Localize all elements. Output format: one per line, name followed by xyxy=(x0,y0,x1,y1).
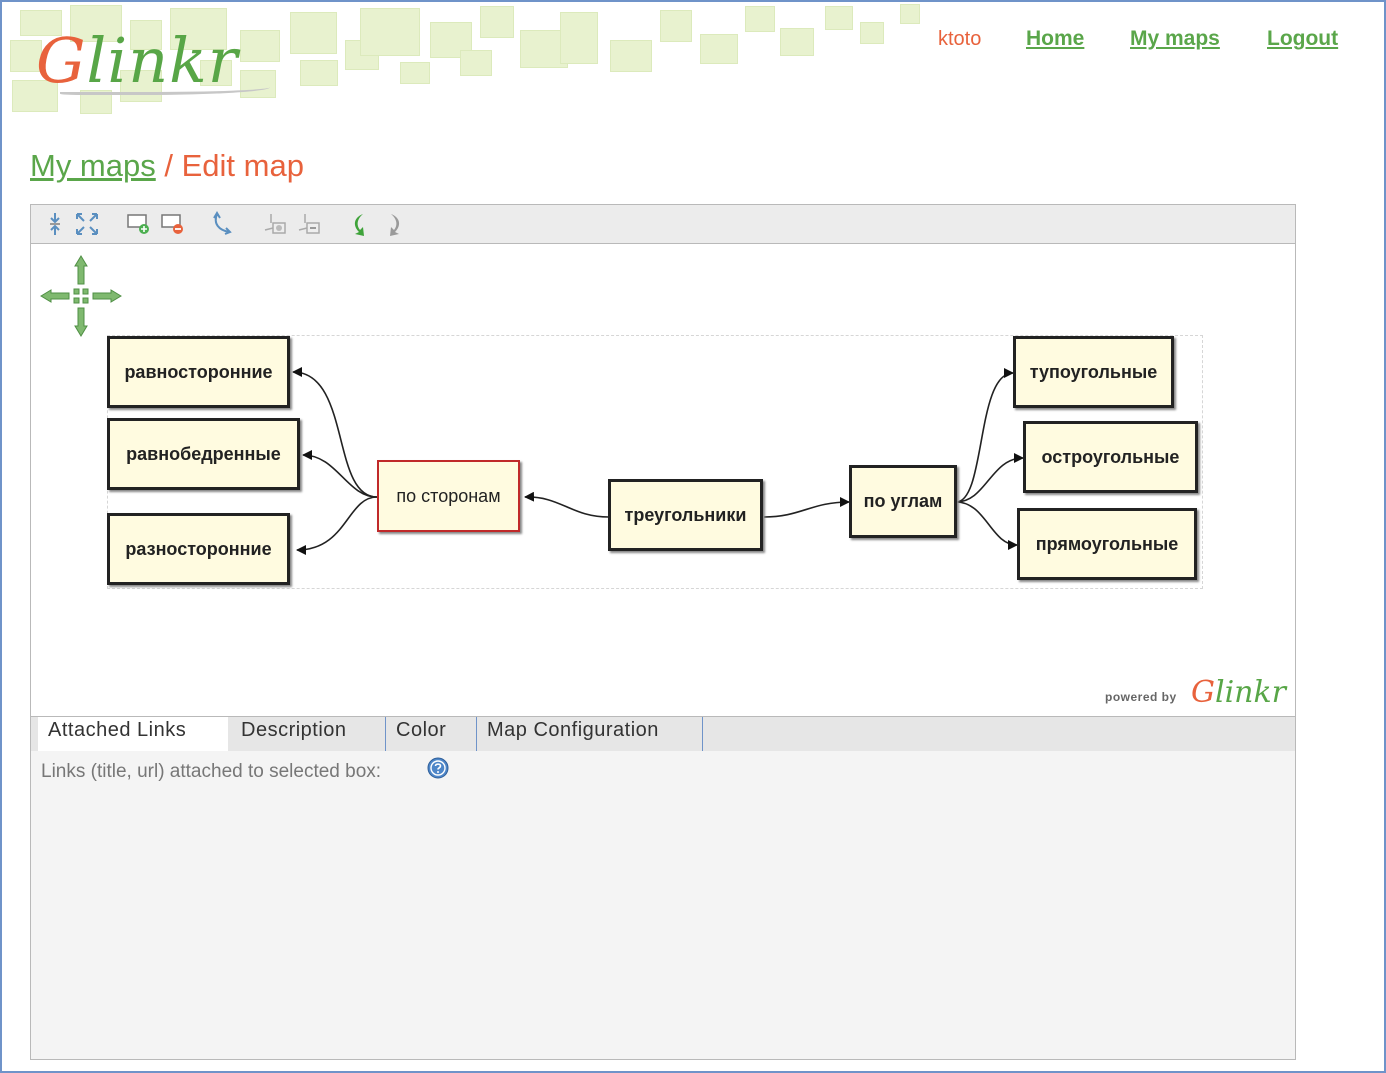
breadcrumb: My maps / Edit map xyxy=(30,148,304,184)
page-title: Edit map xyxy=(181,148,304,183)
connector-root-angles xyxy=(763,497,850,518)
connector-angles-obtuse xyxy=(955,368,1014,503)
connector-angles-right xyxy=(955,501,1018,550)
tab-color[interactable]: Color xyxy=(385,717,477,751)
editor-toolbar xyxy=(31,205,1295,244)
map-node-equilateral[interactable]: равносторонние xyxy=(107,336,290,408)
nav-logout-link[interactable]: Logout xyxy=(1267,27,1339,50)
connector-angles-acute xyxy=(955,453,1024,503)
map-node-obtuse[interactable]: тупоугольные xyxy=(1013,336,1174,408)
map-node-isosceles[interactable]: равнобедренные xyxy=(107,418,300,490)
map-node-scalene[interactable]: разносторонние xyxy=(107,513,290,585)
breadcrumb-separator: / xyxy=(164,148,173,183)
add-sibling-icon[interactable] xyxy=(261,210,289,238)
connector-sides-equilateral xyxy=(292,367,378,498)
delete-box-icon[interactable] xyxy=(159,210,187,238)
connector-sides-isosceles xyxy=(302,450,378,498)
reconnect-icon[interactable] xyxy=(209,210,237,238)
logo-swoosh xyxy=(60,82,270,95)
map-canvas[interactable]: равносторонние равнобедренные разносторо… xyxy=(31,244,1295,716)
breadcrumb-my-maps-link[interactable]: My maps xyxy=(30,148,156,183)
map-editor: равносторонние равнобедренные разносторо… xyxy=(30,204,1296,1060)
help-icon[interactable] xyxy=(427,757,449,779)
username-label: ktoto xyxy=(938,28,982,50)
tab-attached-links[interactable]: Attached Links xyxy=(38,717,228,751)
expand-icon[interactable] xyxy=(73,210,101,238)
add-child-box-icon[interactable] xyxy=(125,210,153,238)
map-node-right[interactable]: прямоугольные xyxy=(1017,508,1197,580)
map-connectors xyxy=(292,367,1024,555)
tab-description[interactable]: Description xyxy=(241,719,347,741)
nav-home-link[interactable]: Home xyxy=(1026,27,1085,50)
map-node-acute[interactable]: остроугольные xyxy=(1023,421,1198,493)
remove-sibling-icon[interactable] xyxy=(295,210,323,238)
connector-sides-scalene xyxy=(296,496,378,555)
pan-control-icon[interactable] xyxy=(39,254,123,338)
tab-map-configuration[interactable]: Map Configuration xyxy=(477,717,703,751)
powered-by-logo[interactable]: Glinkr xyxy=(1191,675,1286,710)
editor-tabs: Attached Links Description Color Map Con… xyxy=(31,716,1295,751)
map-node-sides[interactable]: по сторонам xyxy=(377,460,520,532)
attached-links-label: Links (title, url) attached to selected … xyxy=(41,761,382,782)
nav-my-maps-link[interactable]: My maps xyxy=(1130,27,1220,50)
attached-links-panel: Links (title, url) attached to selected … xyxy=(31,751,1295,1059)
undo-icon[interactable] xyxy=(345,210,373,238)
powered-by-label: powered by xyxy=(1105,690,1177,704)
map-node-root[interactable]: треугольники xyxy=(608,479,763,551)
map-node-angles[interactable]: по углам xyxy=(849,465,957,538)
collapse-icon[interactable] xyxy=(41,210,69,238)
redo-icon[interactable] xyxy=(381,210,409,238)
connector-root-sides xyxy=(524,491,610,518)
header-pattern xyxy=(0,0,1386,125)
